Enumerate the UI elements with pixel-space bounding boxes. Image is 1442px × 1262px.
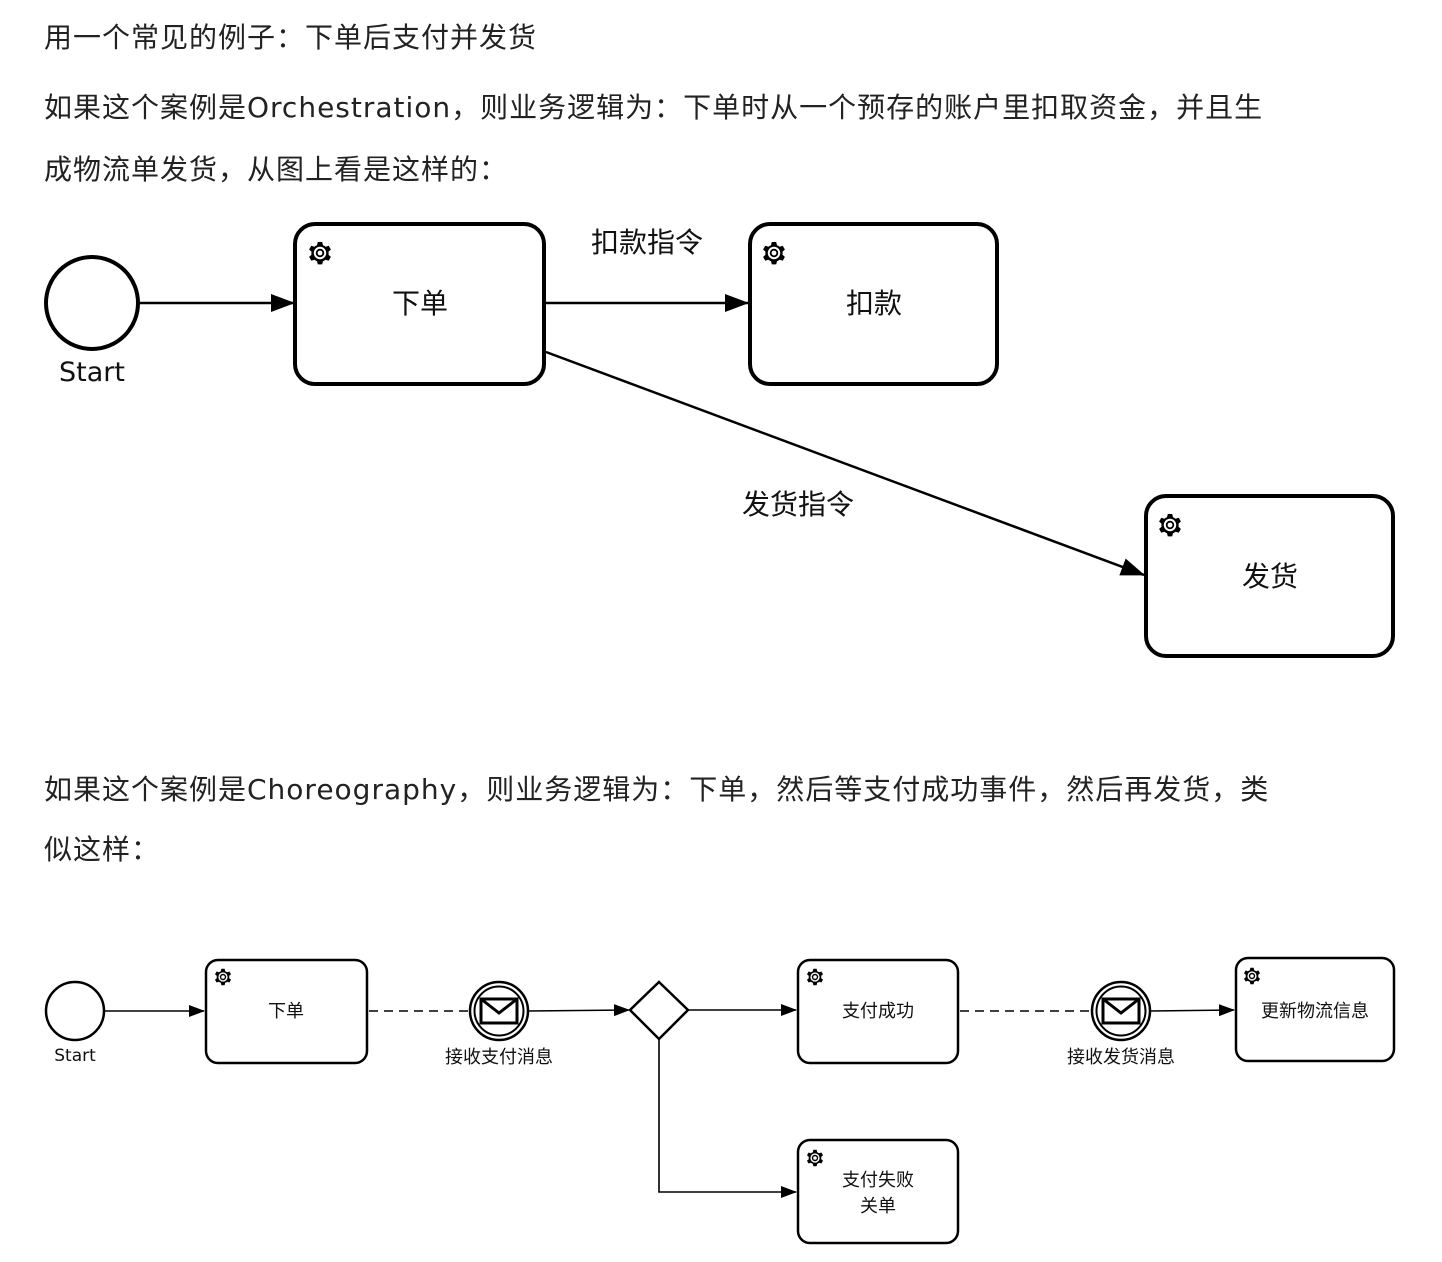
- start-label: Start: [54, 1046, 96, 1066]
- choreography-diagram: Start 下单 接收支付消息 支付成功 接收发货消息 更新物流信息: [44, 956, 1396, 1245]
- envelope-icon: [468, 980, 530, 1042]
- task-label: 下单: [268, 1001, 304, 1022]
- orchestration-paragraph-line1: 如果这个案例是Orchestration，则业务逻辑为：下单时从一个预存的账户里…: [44, 91, 1264, 124]
- envelope-icon: [1090, 980, 1152, 1042]
- task-label-line2: 关单: [860, 1196, 896, 1217]
- exclusive-gateway[interactable]: [628, 980, 690, 1041]
- receive-payment-event[interactable]: [468, 980, 530, 1042]
- intro-paragraph: 用一个常见的例子：下单后支付并发货: [44, 21, 538, 54]
- task-label: 扣款: [846, 287, 902, 320]
- orchestration-diagram: Start 下单 扣款指令 扣款 发货指令 发货: [44, 222, 1395, 658]
- orchestration-paragraph-line2: 成物流单发货，从图上看是这样的：: [44, 153, 509, 186]
- flow-order-to-ship: [545, 350, 1145, 577]
- start-event[interactable]: [44, 980, 106, 1042]
- task-label-line1: 支付失败: [842, 1170, 914, 1191]
- choreography-paragraph-line1: 如果这个案例是Choreography，则业务逻辑为：下单，然后等支付成功事件，…: [44, 773, 1270, 806]
- task-ship[interactable]: 发货: [1144, 494, 1395, 658]
- task-label: 支付成功: [842, 1001, 914, 1022]
- start-event[interactable]: [44, 255, 140, 351]
- flow-payment-to-gateway: [527, 1004, 630, 1017]
- task-label: 发货: [1242, 560, 1298, 593]
- task-label: 下单: [392, 287, 448, 320]
- task-update-logistics[interactable]: 更新物流信息: [1234, 956, 1396, 1063]
- task-label: 更新物流信息: [1261, 1001, 1369, 1022]
- task-payment-success[interactable]: 支付成功: [796, 958, 960, 1065]
- flow-gateway-to-failed: [658, 1039, 797, 1198]
- flow-label-ship-command: 发货指令: [742, 488, 854, 521]
- event-label: 接收支付消息: [445, 1047, 553, 1068]
- choreography-paragraph-line2: 似这样：: [44, 833, 161, 866]
- receive-shipping-event[interactable]: [1090, 980, 1152, 1042]
- task-payment-failed[interactable]: 支付失败 关单: [796, 1138, 960, 1245]
- event-label: 接收发货消息: [1067, 1047, 1175, 1068]
- task-deduct[interactable]: 扣款: [748, 222, 999, 386]
- start-label: Start: [59, 357, 125, 388]
- flow-label-deduct-command: 扣款指令: [591, 226, 703, 259]
- task-place-order[interactable]: 下单: [293, 222, 546, 386]
- task-place-order[interactable]: 下单: [204, 958, 369, 1065]
- flow-shipping-to-logistics: [1149, 1004, 1235, 1017]
